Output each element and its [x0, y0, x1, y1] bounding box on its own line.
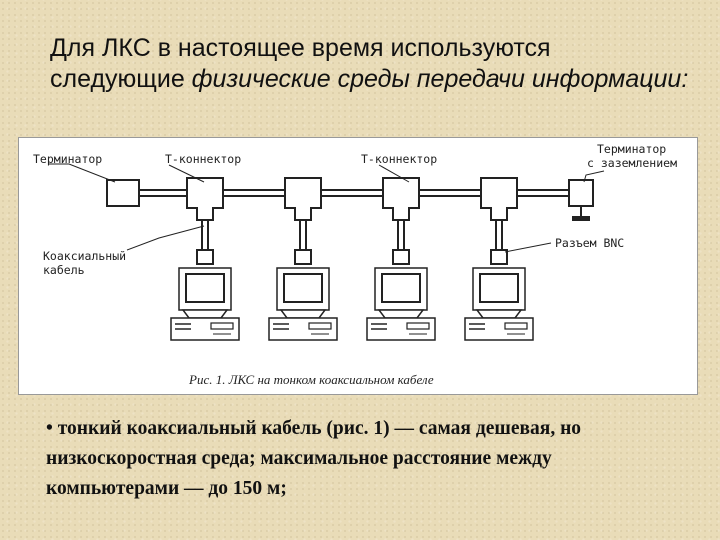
t-connector-label-1: Т-коннектор: [165, 152, 241, 166]
coax-label-2: кабель: [43, 263, 85, 277]
grounded-terminator-label-2: с заземлением: [587, 156, 677, 170]
coax-network-diagram: Терминатор Т-коннектор Т-коннектор Терми…: [33, 142, 677, 387]
bnc-connector-icon-4: [490, 249, 508, 265]
t-connector-icon-2: [284, 177, 322, 221]
ground-icon: [572, 216, 590, 221]
bnc-label: Разъем BNC: [555, 236, 624, 250]
workstations: [170, 177, 534, 341]
slide-title: Для ЛКС в настоящее время используются с…: [50, 33, 690, 95]
title-italic: физические среды передачи информации:: [191, 65, 689, 93]
figure-caption: Рис. 1. ЛКС на тонком коаксиальном кабел…: [188, 372, 434, 387]
bnc-connector-icon-2: [294, 249, 312, 265]
t-connector-icon-1: [186, 177, 224, 221]
t-connector-icon-3: [382, 177, 420, 221]
bnc-connector-icon-1: [196, 249, 214, 265]
grounded-terminator-icon: [568, 179, 594, 207]
coax-label-1: Коаксиальный: [43, 249, 126, 263]
terminator-icon: [106, 179, 140, 207]
bnc-connector-icon-3: [392, 249, 410, 265]
bullet-text: • тонкий коаксиальный кабель (рис. 1) — …: [46, 418, 582, 499]
title-plain: Для ЛКС в настоящее время используются с…: [50, 34, 551, 93]
t-connector-label-2: Т-коннектор: [361, 152, 437, 166]
network-diagram-figure: Терминатор Т-коннектор Т-коннектор Терми…: [18, 137, 698, 395]
t-connector-icon-4: [480, 177, 518, 221]
grounded-terminator-label-1: Терминатор: [597, 142, 666, 156]
terminator-label: Терминатор: [33, 152, 102, 166]
